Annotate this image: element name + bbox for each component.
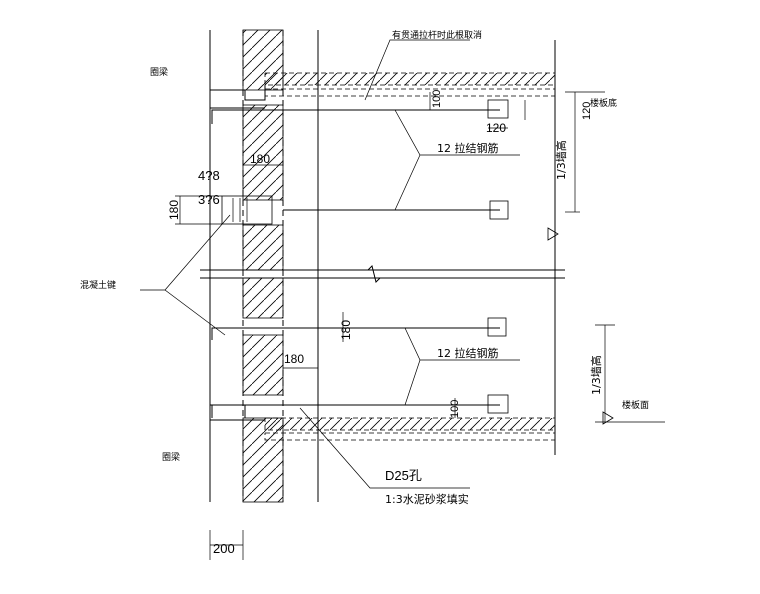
- tie-bar-1: [211, 99, 509, 124]
- dim-120-b: 120: [581, 102, 593, 120]
- rebar-main-label: 4?8: [198, 168, 220, 183]
- hole-leader: [299, 407, 470, 489]
- slab-bottom: [264, 417, 556, 441]
- dim-100-low: 100: [449, 400, 461, 418]
- dim-180-top: 180: [250, 152, 270, 166]
- concrete-key-label: 混凝土键: [80, 279, 116, 291]
- concrete-key-box: [221, 195, 273, 225]
- cancel-leader: [364, 39, 470, 101]
- mortar-label: 1:3水泥砂浆填实: [385, 492, 469, 506]
- dim-180-left: 180: [167, 200, 181, 220]
- dim-180-low: 180: [284, 352, 304, 366]
- tie-bar-bottom-label: 12 拉结钢筋: [437, 346, 499, 360]
- ring-beam-top-label: 圈梁: [150, 66, 168, 78]
- dim-lines: [175, 92, 526, 560]
- tie-bar-2: [283, 200, 509, 220]
- dim-180-mid: 180: [339, 320, 353, 340]
- tie-bar-top-label: 12 拉结钢筋: [437, 141, 499, 155]
- ratio-top-label: 1/3墙高: [554, 140, 568, 180]
- tie-bar-4: [211, 394, 509, 418]
- slab-top: [264, 72, 556, 97]
- height-dim-top: [547, 91, 605, 241]
- hatched-column-upper: [242, 29, 284, 271]
- key-leader: [140, 214, 231, 291]
- floor-top-label: 楼板面: [622, 399, 649, 411]
- rebar-stirrup-label: 3?6: [198, 192, 220, 207]
- cancel-note-label: 有贯通拉杆时此根取消: [392, 29, 482, 41]
- ring-beam-bottom-label: 圈梁: [162, 451, 180, 463]
- hole-label: D25孔: [385, 468, 422, 483]
- ring-beam-top: [210, 85, 266, 109]
- floor-bottom-label: 楼板底: [590, 97, 617, 109]
- dim-100-top: 100: [431, 90, 443, 108]
- tie-bar-3: [211, 317, 507, 340]
- dim-200: 200: [213, 541, 235, 556]
- height-dim-bottom: [595, 324, 665, 425]
- hatched-column-lower: [242, 277, 284, 503]
- break-line: [200, 265, 565, 283]
- ratio-bottom-label: 1/3墙高: [589, 355, 603, 395]
- dim-120-a: 120: [486, 121, 506, 135]
